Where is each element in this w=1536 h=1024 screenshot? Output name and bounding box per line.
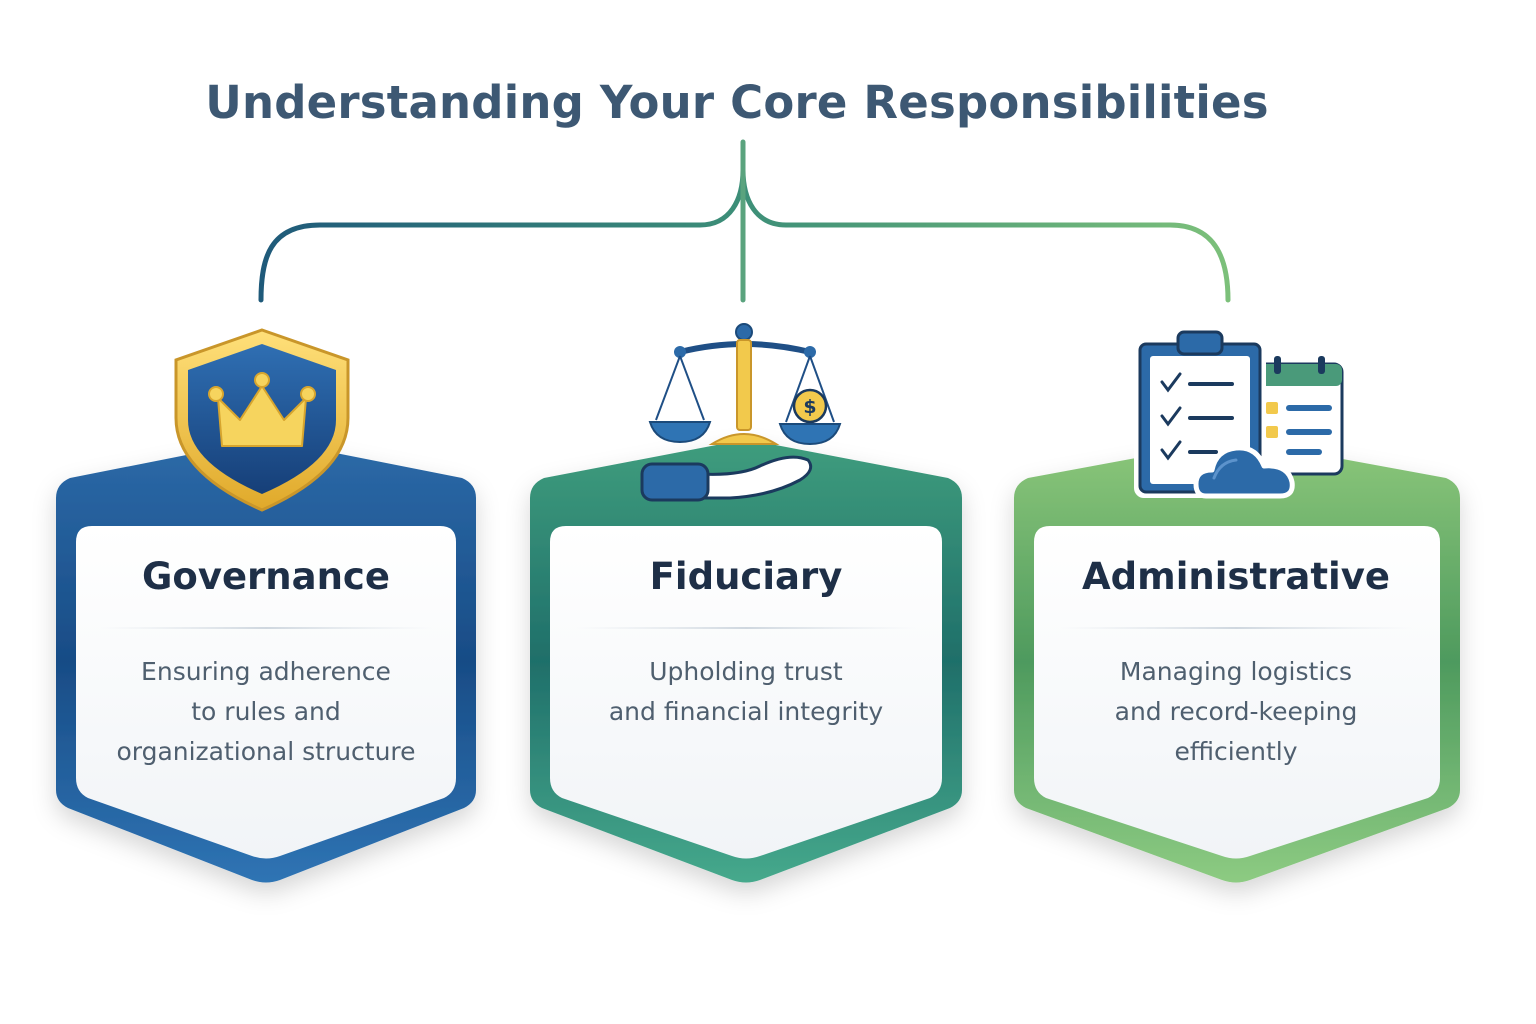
description-line: organizational structure xyxy=(116,737,416,766)
connector-lines xyxy=(258,139,1231,303)
clipboard-calendar-cloud-icon xyxy=(1134,330,1344,499)
card-governance xyxy=(56,440,476,883)
description-line: Managing logistics xyxy=(1119,657,1353,686)
shield-crown-icon xyxy=(174,328,350,512)
divider xyxy=(576,627,916,629)
card-title-governance: Governance xyxy=(142,555,390,598)
card-description-fiduciary: Upholding trust and financial integrity xyxy=(576,652,916,732)
description-line: efficiently xyxy=(1174,737,1298,766)
card-administrative xyxy=(1014,440,1460,883)
card-fiduciary xyxy=(530,440,962,883)
card-title-fiduciary: Fiduciary xyxy=(649,555,843,598)
card-description-administrative: Managing logistics and record-keeping ef… xyxy=(1066,652,1406,772)
card-inner-panel xyxy=(76,526,456,859)
description-line: to rules and xyxy=(191,697,341,726)
scales-hand-icon: $ xyxy=(640,323,842,502)
card-description-governance: Ensuring adherence to rules and organiza… xyxy=(96,652,436,772)
card-inner-panel xyxy=(1034,526,1440,859)
description-line: and financial integrity xyxy=(608,697,884,726)
description-line: and record-keeping xyxy=(1114,697,1358,726)
divider xyxy=(100,627,432,629)
description-line: Ensuring adherence xyxy=(141,657,391,686)
description-line: Upholding trust xyxy=(649,657,843,686)
card-inner-panel xyxy=(550,526,942,859)
svg-text:$: $ xyxy=(803,396,816,418)
card-title-administrative: Administrative xyxy=(1082,555,1390,598)
divider xyxy=(1060,627,1412,629)
page-title: Understanding Your Core Responsibilities xyxy=(205,76,1269,129)
